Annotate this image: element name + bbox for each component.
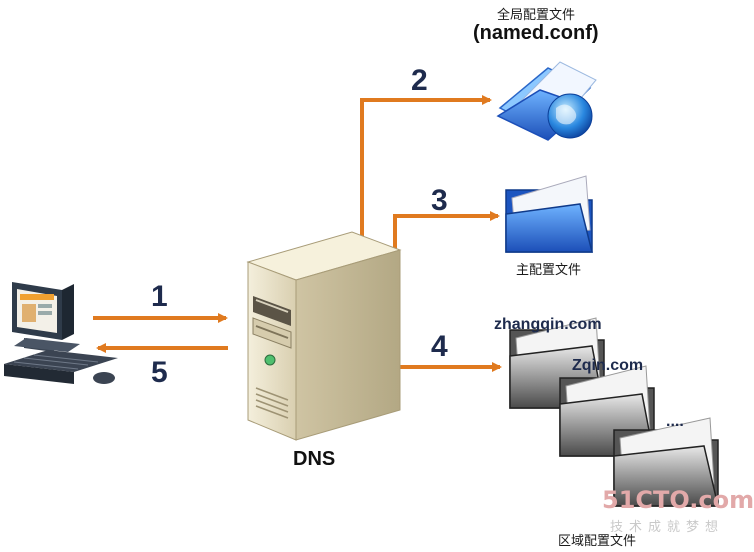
- zone-label-more: ....: [666, 413, 684, 430]
- global-config-title: 全局配置文件: [497, 8, 576, 23]
- zone-label-zhangqin: zhangqin.com: [494, 316, 602, 333]
- step-4-label: 4: [431, 330, 448, 363]
- dns-diagram: [4, 61, 719, 507]
- dns-label: DNS: [293, 448, 336, 470]
- arrow-3-master-config: [393, 211, 500, 262]
- step-1-label: 1: [151, 280, 168, 313]
- computer-icon: [4, 282, 118, 384]
- global-config-filename: (named.conf): [473, 22, 599, 44]
- arrow-2-global-config: [360, 95, 492, 240]
- watermark-slogan: 技术成就梦想: [610, 520, 725, 535]
- zone-config-label: 区域配置文件: [558, 534, 637, 549]
- gray-folder-icon: [613, 417, 719, 507]
- blue-folder-icon: [505, 175, 593, 253]
- step-5-label: 5: [151, 356, 168, 389]
- step-2-label: 2: [411, 64, 428, 97]
- step-3-label: 3: [431, 184, 448, 217]
- diagram-canvas: [4, 61, 719, 507]
- zone-label-zqin: Zqin.com: [572, 357, 644, 374]
- globe-folder-icon: [496, 61, 597, 141]
- watermark-site: 51CTO.com: [602, 486, 754, 514]
- server-icon: [246, 231, 402, 441]
- master-config-label: 主配置文件: [516, 263, 582, 278]
